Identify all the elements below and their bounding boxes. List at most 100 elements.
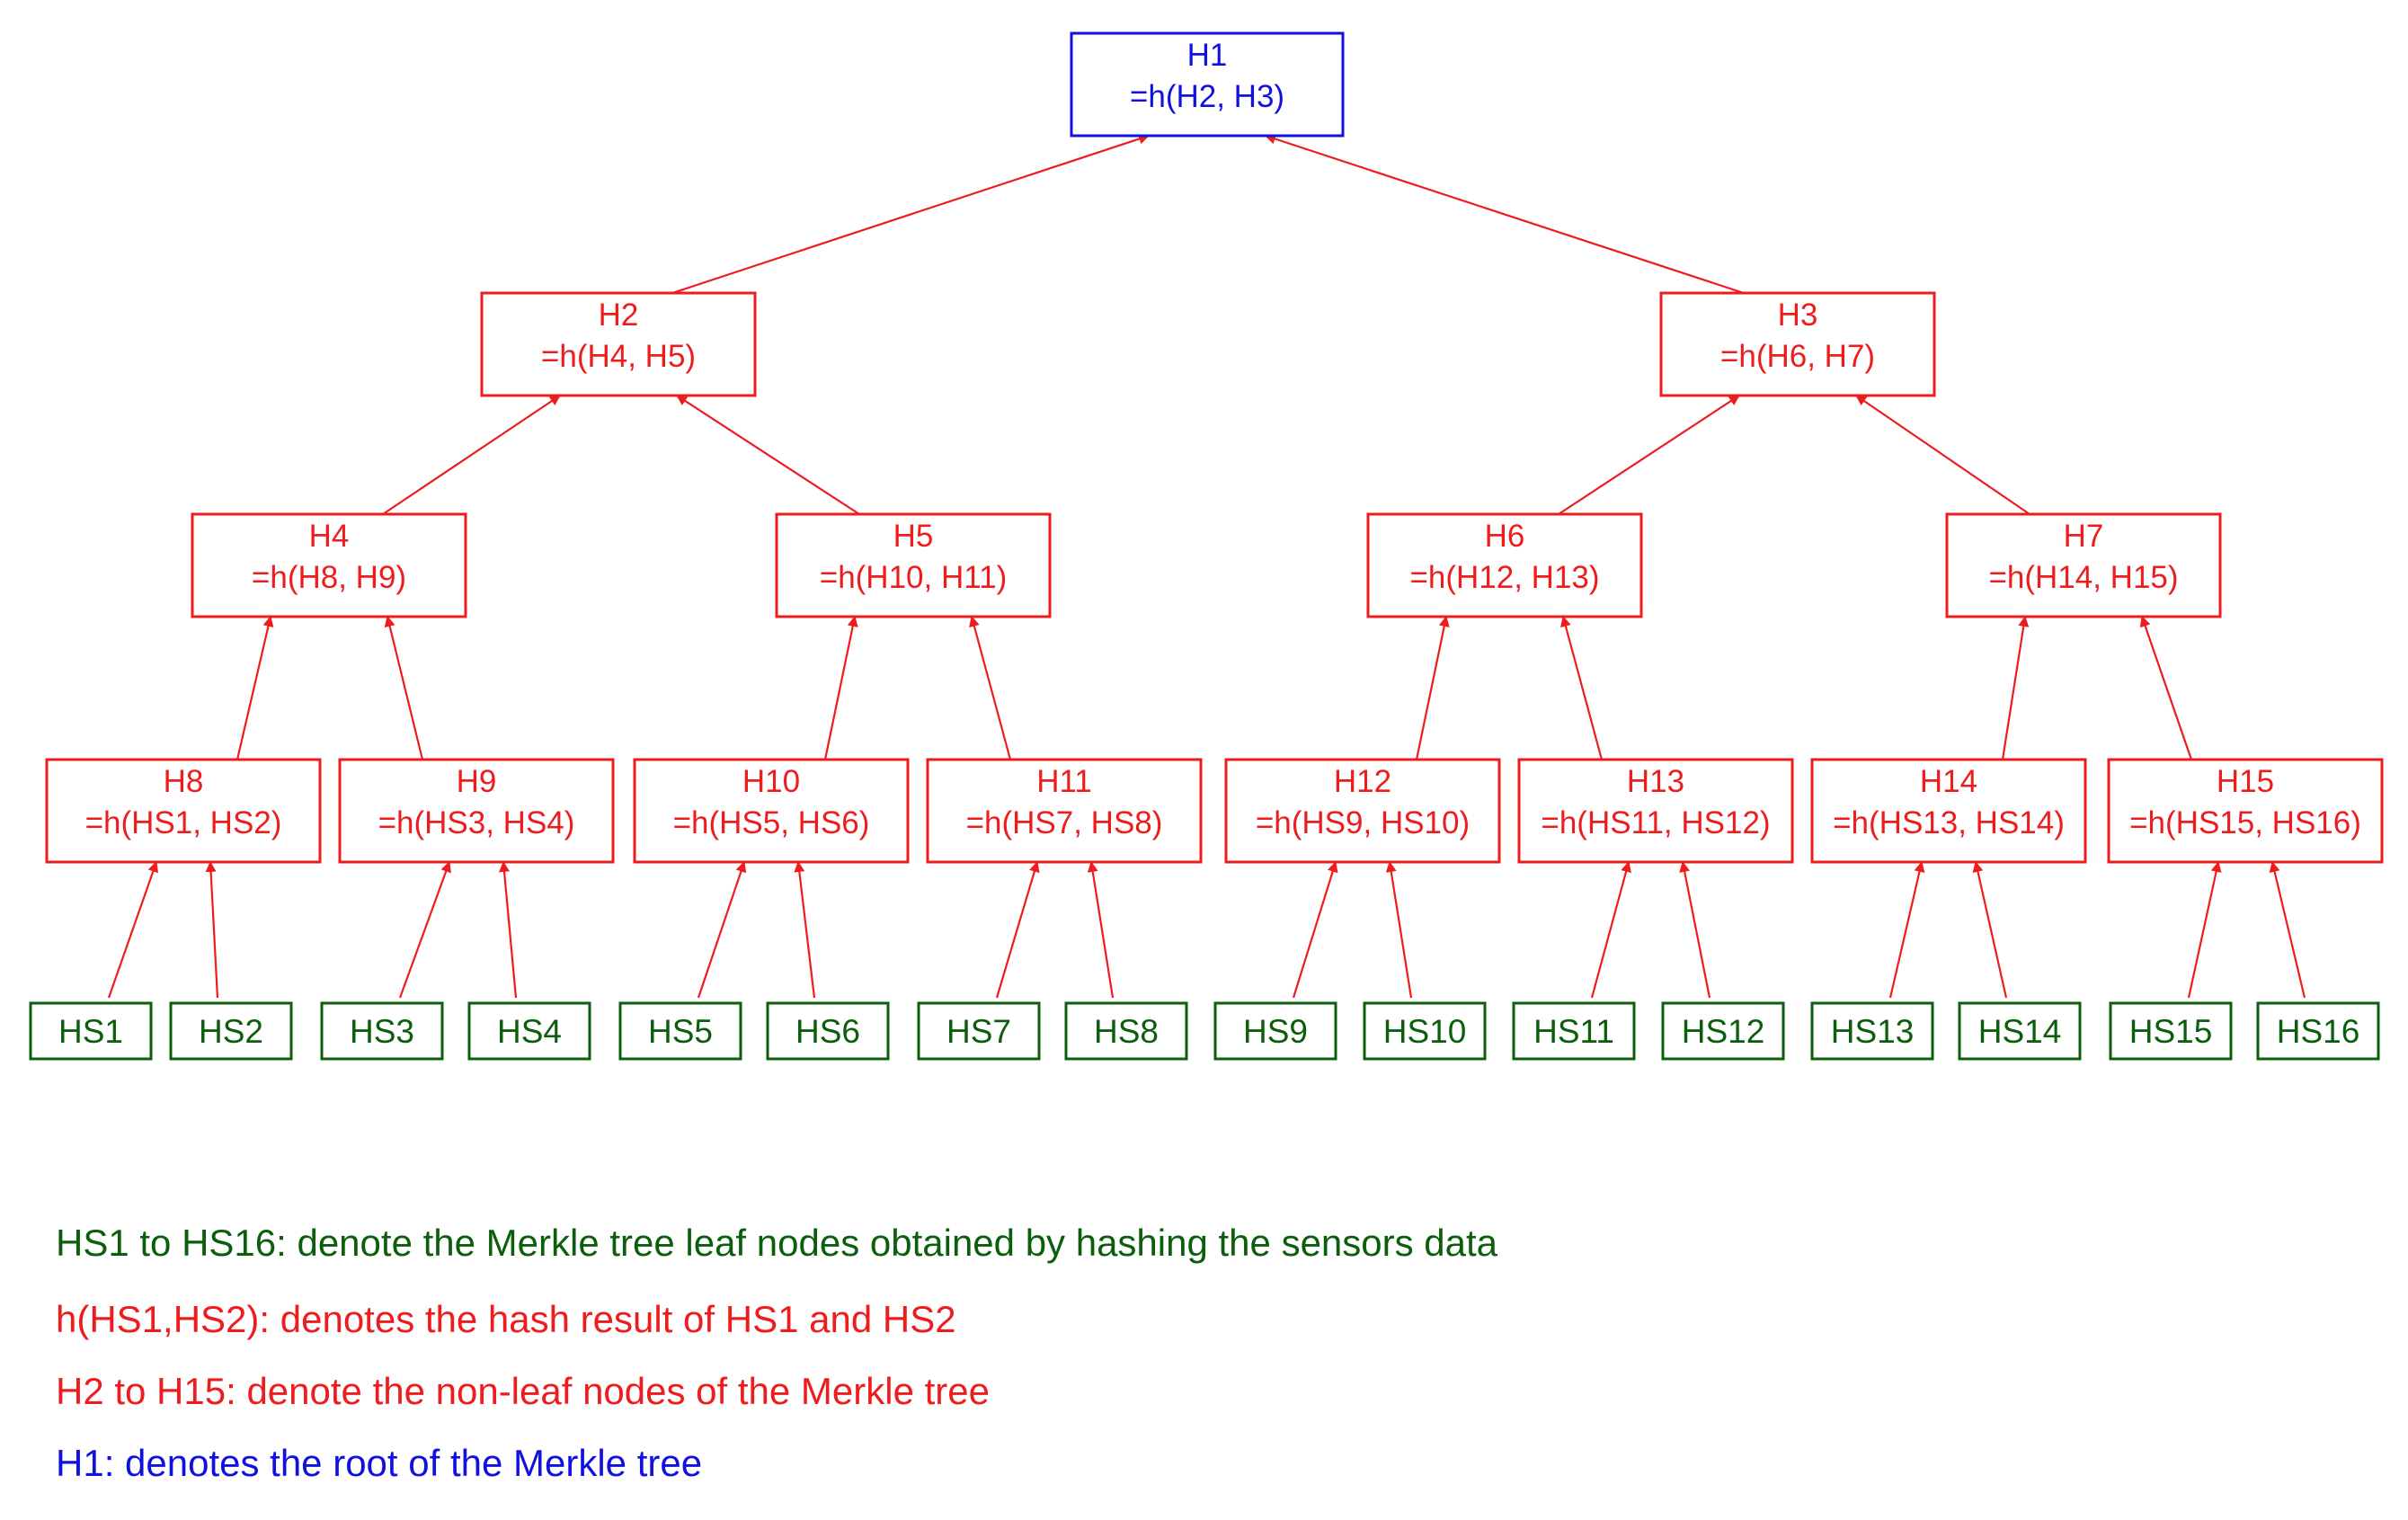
leaf-box: [169, 1001, 293, 1061]
tree-nodes: H1 =h(H2, H3) H2 =h(H4, H5) H3=h(H6, H7) H4 =h…: [29, 31, 2384, 1061]
edge-leaf-12: [1888, 861, 1925, 999]
leaf-node-hs6: HS6: [766, 1001, 890, 1061]
edge-l3-7: [2139, 616, 2193, 760]
leaf-node-hs2: HS2: [169, 1001, 293, 1061]
leaf-box: [766, 1001, 890, 1061]
leaf-node-hs16: HS16: [2256, 1001, 2380, 1061]
edge-leaf-8: [1292, 861, 1338, 999]
edge-h3-h1: [1265, 133, 1745, 295]
edge-leaf-3: [499, 861, 518, 999]
node-formula: =h(HS13, HS14): [1833, 805, 2065, 840]
node-box: [338, 758, 615, 864]
node-formula: =h(HS11, HS12): [1541, 805, 1770, 840]
node-formula: =h(H4, H5): [541, 339, 696, 374]
node-h11: H11=h(HS7, HS8): [926, 758, 1203, 864]
leaf-label: HS14: [1978, 1013, 2062, 1050]
node-box: [1517, 758, 1794, 864]
node-name: H12: [1334, 764, 1391, 799]
leaf-box: [1064, 1001, 1188, 1061]
leaf-label: HS3: [350, 1013, 414, 1050]
edge-l3-6: [2001, 616, 2030, 760]
leaf-label: HS12: [1682, 1013, 1765, 1050]
node-h4: H4 =h(H8, H9): [191, 512, 467, 618]
leaf-node-hs1: HS1: [29, 1001, 153, 1061]
edge-l2-0: [382, 395, 561, 515]
leaf-label: HS11: [1533, 1013, 1614, 1050]
node-name: H13: [1627, 764, 1684, 799]
node-name: H15: [2217, 764, 2274, 799]
node-box: [480, 291, 757, 397]
edge-leaf-6: [995, 861, 1040, 999]
node-formula: =h(H12, H13): [1409, 560, 1599, 595]
edge-leaf-2: [398, 861, 451, 999]
node-h7: H7=h(H14, H15): [1945, 512, 2222, 618]
leaf-label: HS5: [648, 1013, 713, 1050]
node-box: [1224, 758, 1501, 864]
edge-leaf-9: [1385, 861, 1413, 999]
node-h1: H1 =h(H2, H3): [1070, 31, 1345, 138]
edge-leaf-13: [1972, 861, 2008, 999]
edge-l3-1: [384, 616, 424, 760]
edge-l3-0: [235, 616, 274, 760]
leaf-box: [1661, 1001, 1785, 1061]
node-h10: H10=h(HS5, HS6): [633, 758, 910, 864]
node-formula: =h(HS9, HS10): [1256, 805, 1470, 840]
leaf-box: [1958, 1001, 2082, 1061]
node-h9: H9=h(HS3, HS4): [338, 758, 615, 864]
node-name: H8: [164, 764, 204, 799]
node-box: [775, 512, 1052, 618]
leaf-node-hs14: HS14: [1958, 1001, 2082, 1061]
node-formula: =h(H2, H3): [1130, 79, 1284, 114]
edge-leaf-7: [1087, 861, 1115, 999]
node-h15: H15 =h(HS15, HS16): [2107, 758, 2384, 864]
leaf-label: HS6: [795, 1013, 860, 1050]
node-h3: H3=h(H6, H7): [1659, 291, 1936, 397]
edge-leaf-1: [205, 861, 219, 999]
leaf-box: [917, 1001, 1041, 1061]
node-h6: H6 =h(H12, H13): [1366, 512, 1643, 618]
edge-l2-2: [1558, 395, 1740, 515]
node-box: [1070, 31, 1345, 138]
node-formula: =h(HS1, HS2): [85, 805, 282, 840]
leaf-box: [2109, 1001, 2233, 1061]
node-name: H5: [893, 519, 934, 554]
leaf-label: HS4: [497, 1013, 562, 1050]
node-formula: =h(H14, H15): [1988, 560, 2178, 595]
node-box: [45, 758, 322, 864]
leaf-node-hs13: HS13: [1810, 1001, 1934, 1061]
node-formula: =h(H8, H9): [252, 560, 406, 595]
legend-nonleaf-note: H2 to H15: denote the non-leaf nodes of …: [56, 1370, 990, 1412]
node-h5: H5 =h(H10, H11): [775, 512, 1052, 618]
leaf-node-hs12: HS12: [1661, 1001, 1785, 1061]
node-name: H1: [1187, 38, 1228, 73]
node-name: H4: [309, 519, 350, 554]
leaf-box: [29, 1001, 153, 1061]
node-formula: =h(HS15, HS16): [2129, 805, 2361, 840]
leaf-label: HS10: [1383, 1013, 1467, 1050]
node-h12: H12 =h(HS9, HS10): [1224, 758, 1501, 864]
leaf-node-hs4: HS4: [467, 1001, 591, 1061]
leaf-label: HS9: [1243, 1013, 1308, 1050]
node-formula: =h(H10, H11): [820, 560, 1007, 595]
edge-l3-2: [823, 616, 858, 760]
leaf-box: [1213, 1001, 1337, 1061]
leaf-box: [320, 1001, 444, 1061]
node-formula: =h(HS3, HS4): [378, 805, 575, 840]
node-name: H6: [1485, 519, 1525, 554]
leaf-node-hs10: HS10: [1363, 1001, 1487, 1061]
node-box: [633, 758, 910, 864]
node-formula: =h(H6, H7): [1720, 339, 1875, 374]
node-name: H10: [742, 764, 800, 799]
node-h8: H8 =h(HS1, HS2): [45, 758, 322, 864]
tree-edges: [107, 133, 2306, 999]
node-name: H14: [1920, 764, 1977, 799]
edge-leaf-11: [1679, 861, 1711, 999]
node-box: [191, 512, 467, 618]
legend-hash-note: h(HS1,HS2): denotes the hash result of H…: [56, 1298, 956, 1340]
edge-l2-1: [676, 395, 860, 515]
leaf-label: HS13: [1831, 1013, 1915, 1050]
node-h2: H2 =h(H4, H5): [480, 291, 757, 397]
leaf-node-hs5: HS5: [618, 1001, 742, 1061]
leaf-label: HS2: [199, 1013, 263, 1050]
node-name: H2: [599, 298, 639, 333]
